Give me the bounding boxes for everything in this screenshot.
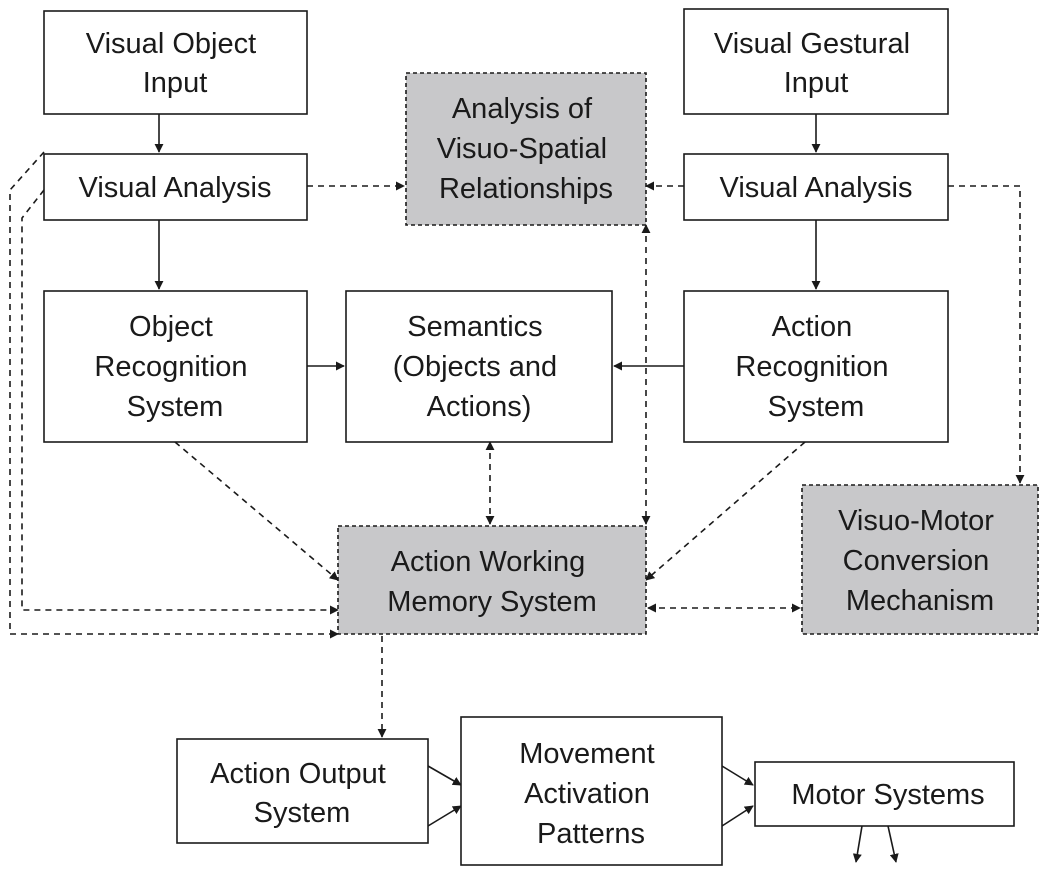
node-label: Visual Gestural Input (714, 28, 918, 99)
node-movement-activation-patterns: Movement Activation Patterns (460, 716, 723, 866)
node-visual-analysis-left: Visual Analysis (43, 153, 308, 221)
node-label: Object Recognition System (94, 311, 255, 423)
node-label: Motor Systems (791, 779, 984, 811)
arrow-action-output-to-movement-1 (427, 765, 462, 786)
node-visual-gestural-input: Visual Gestural Input (683, 8, 949, 115)
node-semantics: Semantics (Objects and Actions) (345, 290, 613, 443)
arrow-movement-to-motor-2 (721, 805, 754, 827)
node-label: Movement Activation Patterns (519, 738, 662, 850)
arrow-object-recognition-to-working-memory (174, 441, 339, 581)
arrow-motor-output-2 (887, 825, 899, 863)
node-label: Visual Analysis (79, 172, 272, 204)
node-label: Visual Analysis (720, 172, 913, 204)
node-label: Visuo-Motor Conversion Mechanism (838, 505, 1002, 617)
nodes: Visual Object Input Visual Gestural Inpu… (43, 8, 1039, 866)
node-label: Action Recognition System (735, 311, 896, 423)
node-object-recognition-system: Object Recognition System (43, 290, 308, 443)
arrow-visual-analysis-right-to-visuo-motor (948, 185, 1025, 484)
node-label: Semantics (Objects and Actions) (393, 311, 565, 423)
node-action-working-memory-system: Action Working Memory System (337, 525, 647, 635)
node-action-recognition-system: Action Recognition System (683, 290, 949, 443)
node-label: Action Output System (210, 758, 394, 829)
node-label: Action Working Memory System (387, 546, 596, 618)
node-action-output-system: Action Output System (176, 738, 429, 844)
node-visuo-spatial-analysis: Analysis of Visuo-Spatial Relationships (405, 72, 647, 226)
connectors (9, 114, 1025, 863)
node-visual-analysis-right: Visual Analysis (683, 153, 949, 221)
arrow-action-recognition-to-working-memory (645, 441, 806, 581)
node-label: Visual Object Input (86, 28, 264, 99)
arrow-movement-to-motor-1 (721, 765, 754, 786)
node-motor-systems: Motor Systems (754, 761, 1015, 827)
node-visuo-motor-conversion: Visuo-Motor Conversion Mechanism (801, 484, 1039, 635)
node-visual-object-input: Visual Object Input (43, 10, 308, 115)
node-label: Analysis of Visuo-Spatial Relationships (437, 93, 615, 205)
arrow-visual-analysis-bypass-to-working-memory (21, 189, 339, 615)
arrow-motor-output-1 (852, 825, 863, 863)
arrow-object-input-bypass-to-working-memory (9, 151, 339, 639)
arrow-action-output-to-movement-2 (427, 805, 462, 827)
